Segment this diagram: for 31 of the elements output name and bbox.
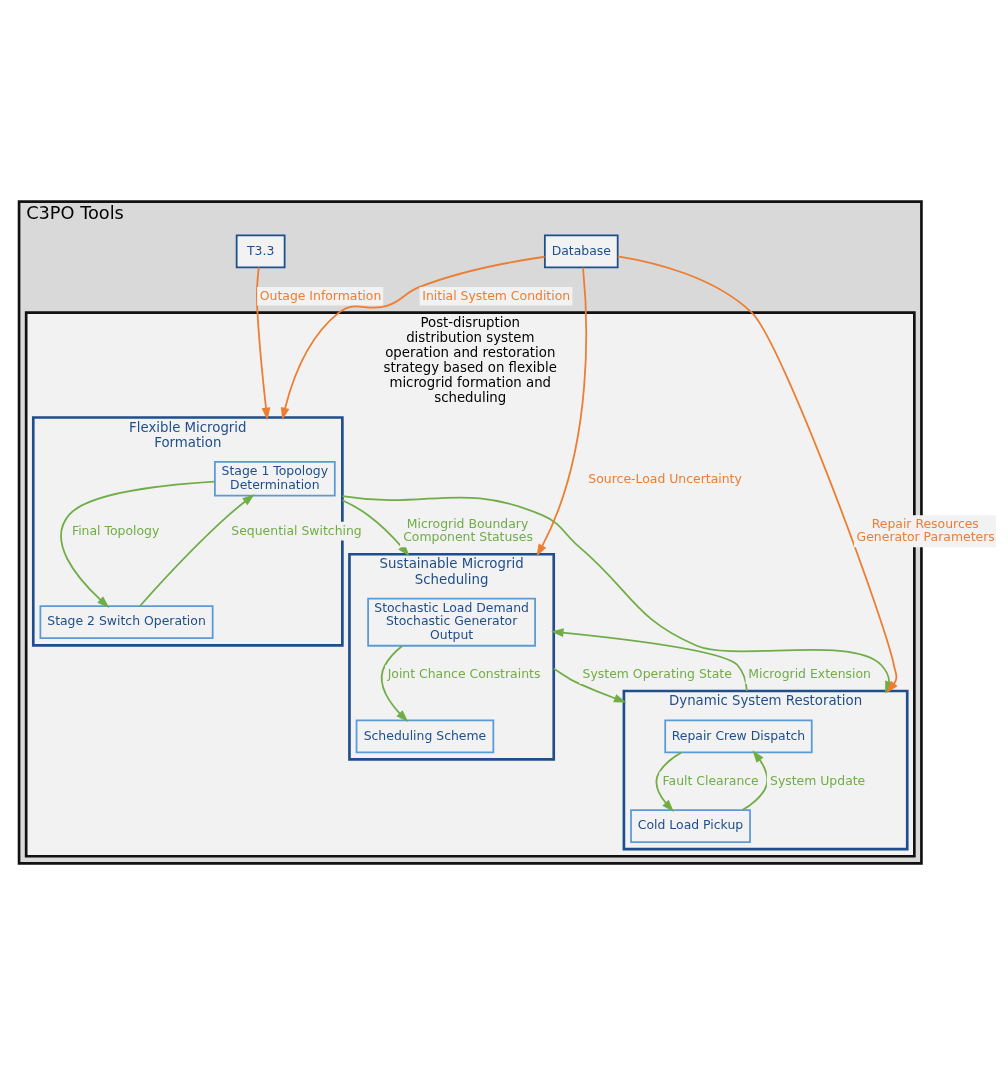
node-box: Stochastic Load Demand Stochastic Generator Output bbox=[367, 597, 536, 647]
node-box: T3.3 bbox=[235, 234, 286, 269]
arrow bbox=[60, 480, 216, 608]
node-box: Repair Crew Dispatch bbox=[664, 719, 813, 754]
arrow bbox=[536, 266, 588, 557]
edge-label: System Update bbox=[770, 772, 866, 788]
edge-label: Microgrid Boundary Component Statuses bbox=[403, 515, 533, 545]
arrow bbox=[551, 628, 748, 692]
edge-label: Outage Information bbox=[259, 287, 382, 303]
edge-label: Repair Resources Generator Parameters bbox=[856, 515, 995, 545]
node-box: Cold Load Pickup bbox=[630, 809, 751, 843]
arrow bbox=[552, 667, 627, 703]
edge-label: Final Topology bbox=[71, 522, 160, 538]
arrow bbox=[380, 645, 409, 723]
arrow bbox=[255, 266, 271, 421]
node-box: Stage 2 Switch Operation bbox=[39, 605, 214, 640]
arrow bbox=[655, 751, 683, 812]
edge-label: Sequential Switching bbox=[231, 522, 362, 538]
edge-label: Microgrid Extension bbox=[748, 666, 871, 682]
edge-label: System Operating State bbox=[582, 666, 732, 682]
arrow bbox=[138, 494, 255, 608]
arrow bbox=[341, 499, 410, 557]
edge-label: Fault Clearance bbox=[662, 772, 759, 788]
node-box: Stage 1 Topology Determination bbox=[214, 461, 336, 497]
edge-label: Joint Chance Constraints bbox=[387, 666, 541, 682]
arrow bbox=[280, 255, 546, 421]
node-box: Scheduling Scheme bbox=[355, 719, 495, 754]
edge-label: Source-Load Uncertainty bbox=[588, 470, 742, 486]
edge-label: Initial System Condition bbox=[422, 287, 571, 303]
arrow bbox=[741, 750, 769, 811]
node-box: Database bbox=[543, 234, 619, 269]
